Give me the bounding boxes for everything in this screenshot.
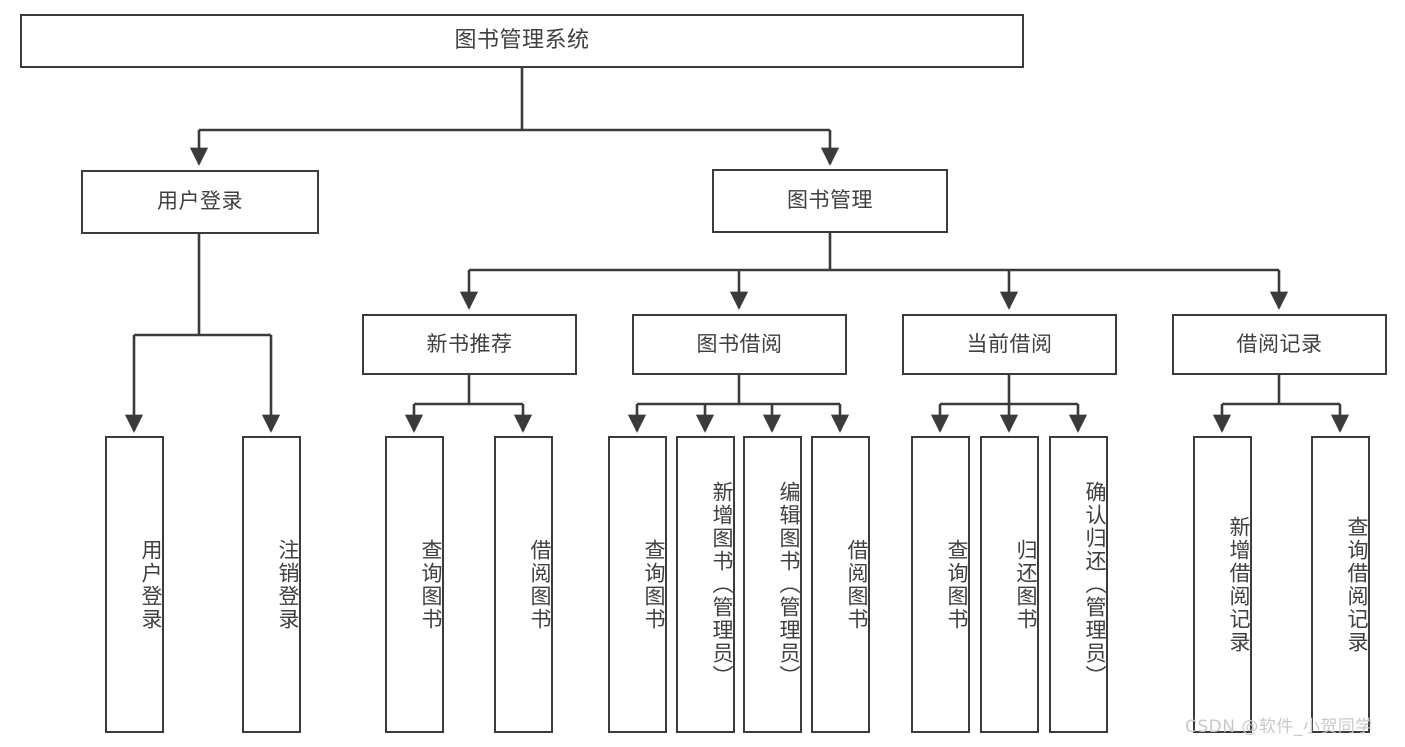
node-label: 新增图书（管理员）: [710, 481, 734, 688]
node-borrowing-record[interactable]: 借阅记录: [1172, 314, 1387, 375]
node-label: 图书管理系统: [454, 27, 590, 53]
leaf-new-book-query[interactable]: 查询图书: [385, 436, 444, 733]
node-user-login[interactable]: 用户登录: [81, 170, 319, 234]
leaf-new-book-borrow[interactable]: 借阅图书: [494, 436, 553, 733]
node-root-library-system[interactable]: 图书管理系统: [20, 14, 1024, 68]
node-label: 注销登录: [276, 538, 300, 631]
node-label: 新书推荐: [426, 331, 513, 356]
node-label: 借阅图书: [845, 538, 869, 631]
node-book-borrowing[interactable]: 图书借阅: [632, 314, 847, 375]
leaf-current-return-book[interactable]: 归还图书: [980, 436, 1039, 733]
leaf-record-query-record[interactable]: 查询借阅记录: [1311, 436, 1370, 733]
node-label: 查询图书: [419, 538, 443, 631]
node-label: 确认归还（管理员）: [1083, 481, 1107, 688]
node-label: 查询图书: [945, 538, 969, 631]
node-label: 借阅记录: [1236, 331, 1323, 356]
node-label: 编辑图书（管理员）: [777, 481, 801, 688]
node-current-borrowing[interactable]: 当前借阅: [902, 314, 1117, 375]
node-label: 查询借阅记录: [1345, 515, 1369, 654]
node-label: 图书借阅: [696, 331, 783, 356]
leaf-borrow-borrow-book[interactable]: 借阅图书: [811, 436, 870, 733]
leaf-borrow-query-book[interactable]: 查询图书: [608, 436, 667, 733]
node-label: 归还图书: [1014, 538, 1038, 631]
leaf-user-login-signin[interactable]: 用户登录: [105, 436, 164, 733]
node-label: 用户登录: [139, 538, 163, 631]
node-label: 图书管理: [787, 188, 873, 213]
leaf-current-query-book[interactable]: 查询图书: [911, 436, 970, 733]
node-label: 当前借阅: [966, 331, 1053, 356]
leaf-borrow-add-book-admin[interactable]: 新增图书（管理员）: [676, 436, 735, 733]
node-label: 借阅图书: [528, 538, 552, 631]
node-label: 用户登录: [157, 189, 243, 214]
leaf-borrow-edit-book-admin[interactable]: 编辑图书（管理员）: [743, 436, 802, 733]
node-book-management[interactable]: 图书管理: [712, 169, 948, 233]
leaf-record-add-record[interactable]: 新增借阅记录: [1193, 436, 1252, 733]
leaf-user-login-signout[interactable]: 注销登录: [242, 436, 301, 733]
leaf-current-confirm-return-admin[interactable]: 确认归还（管理员）: [1049, 436, 1108, 733]
node-label: 新增借阅记录: [1227, 515, 1251, 654]
csdn-watermark: CSDN @软件_小贺同学: [1185, 717, 1373, 737]
node-new-book-recommendation[interactable]: 新书推荐: [362, 314, 577, 375]
node-label: 查询图书: [642, 538, 666, 631]
